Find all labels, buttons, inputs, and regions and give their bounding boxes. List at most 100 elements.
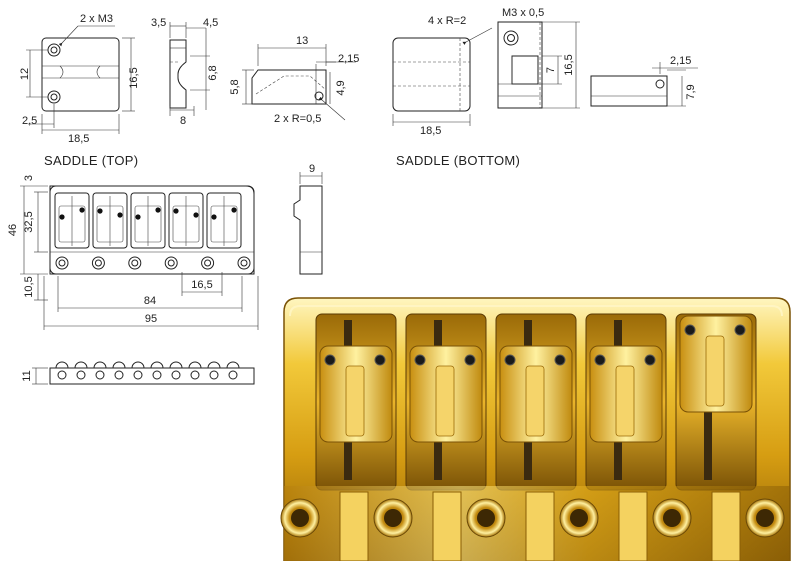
hex-screw-icon bbox=[374, 354, 386, 366]
dim-profile-height-2: 4,9 bbox=[335, 80, 347, 95]
screw-icon bbox=[193, 212, 199, 218]
string-slot bbox=[525, 491, 555, 561]
dim-thickness: 2,15 bbox=[338, 53, 359, 65]
saddle-end bbox=[169, 361, 183, 369]
saddle-top-side-view: 3,5 4,5 6,8 8 bbox=[151, 17, 219, 127]
dim-side-d: 8 bbox=[180, 115, 186, 127]
saddle-end bbox=[74, 361, 88, 369]
saddle-top-profile-view: 13 2,15 5,8 4,9 2 x R=0,5 bbox=[229, 35, 359, 125]
screw-hole-icon bbox=[209, 370, 219, 380]
bridge-saddle bbox=[168, 192, 204, 249]
screw-icon bbox=[79, 207, 85, 213]
screw-icon bbox=[173, 208, 179, 214]
saddle-end bbox=[226, 361, 240, 369]
mounting-hole-icon bbox=[237, 256, 251, 270]
dim-offset: 2,5 bbox=[22, 115, 37, 127]
dim-length: 13 bbox=[296, 35, 308, 47]
dim-profile-height: 5,8 bbox=[229, 79, 241, 94]
bridge-saddle bbox=[54, 192, 90, 249]
hex-screw-icon bbox=[554, 354, 566, 366]
screw-icon bbox=[135, 214, 141, 220]
screw-icon bbox=[97, 208, 103, 214]
mounting-hole-icon bbox=[128, 256, 142, 270]
dim-bottom-profile-height: 7,9 bbox=[685, 84, 697, 99]
bridge-front-view: 11 bbox=[21, 361, 255, 385]
dim-bridge-front-height: 11 bbox=[21, 370, 33, 381]
hex-screw-icon bbox=[594, 354, 606, 366]
saddle-end bbox=[207, 361, 221, 369]
dim-bottom-height: 16,5 bbox=[563, 54, 575, 75]
bridge-side-view: 9 bbox=[293, 163, 323, 275]
saddle-end bbox=[93, 361, 107, 369]
screw-hole-icon bbox=[190, 370, 200, 380]
hex-screw-icon bbox=[414, 354, 426, 366]
screw-hole-icon bbox=[133, 370, 143, 380]
screw-icon bbox=[117, 212, 123, 218]
saddle-bottom-profile-view: 2,15 7,9 bbox=[590, 55, 698, 107]
dim-thread: 2 x M3 bbox=[80, 13, 113, 25]
mounting-hole-icon bbox=[55, 256, 69, 270]
screw-hole-icon bbox=[114, 370, 124, 380]
screw-icon bbox=[211, 214, 217, 220]
saddle-end bbox=[55, 361, 69, 369]
dim-side-c: 6,8 bbox=[207, 65, 219, 80]
bridge-top-view: 3 46 32,5 10,5 16,5 84 95 bbox=[7, 175, 259, 330]
screw-hole-icon bbox=[57, 370, 67, 380]
saddle-end bbox=[112, 361, 126, 369]
photo-saddle bbox=[495, 313, 577, 491]
dim-bottom-thread: M3 x 0,5 bbox=[502, 7, 544, 19]
hex-screw-icon bbox=[504, 354, 516, 366]
mounting-hole-icon bbox=[91, 256, 105, 270]
dim-height: 16,5 bbox=[128, 67, 140, 88]
mounting-hole-icon bbox=[164, 256, 178, 270]
saddle-end bbox=[188, 361, 202, 369]
screw-hole-icon bbox=[171, 370, 181, 380]
screw-hole-icon bbox=[76, 370, 86, 380]
dim-side-a: 3,5 bbox=[151, 17, 166, 29]
screw-icon bbox=[155, 207, 161, 213]
hex-screw-icon bbox=[734, 324, 746, 336]
bridge-saddle bbox=[206, 192, 242, 249]
string-slot bbox=[339, 491, 369, 561]
dim-bridge-bottom-height: 10,5 bbox=[23, 276, 35, 297]
screw-hole-icon bbox=[95, 370, 105, 380]
screw-hole-icon bbox=[655, 79, 665, 89]
screw-hole-icon bbox=[47, 90, 61, 104]
mounting-hole-icon bbox=[201, 256, 215, 270]
hex-screw-icon bbox=[464, 354, 476, 366]
dim-slot: 7 bbox=[545, 67, 557, 73]
screw-icon bbox=[59, 214, 65, 220]
photo-saddle bbox=[675, 313, 757, 491]
bridge-saddle bbox=[92, 192, 128, 249]
dim-bridge-thickness: 9 bbox=[309, 163, 315, 175]
saddle-bottom-side-view: M3 x 0,5 16,5 7 bbox=[497, 7, 580, 109]
screw-hole-icon bbox=[47, 43, 61, 57]
string-slot bbox=[432, 491, 462, 561]
saddle-end bbox=[150, 361, 164, 369]
bridge-saddle bbox=[130, 192, 166, 249]
photo-saddle bbox=[585, 313, 667, 491]
gold-bridge-photo bbox=[280, 297, 791, 561]
dim-inner-height: 12 bbox=[19, 68, 31, 80]
screw-hole-icon bbox=[228, 370, 238, 380]
screw-icon bbox=[231, 207, 237, 213]
saddle-end bbox=[131, 361, 145, 369]
string-slot bbox=[618, 491, 648, 561]
dim-radius: 2 x R=0,5 bbox=[274, 113, 321, 125]
dim-bridge-height: 46 bbox=[7, 224, 19, 236]
hex-screw-icon bbox=[644, 354, 656, 366]
caption-saddle-top: SADDLE (TOP) bbox=[44, 153, 138, 168]
photo-saddle bbox=[405, 313, 487, 491]
dim-bottom-width: 18,5 bbox=[420, 125, 441, 137]
screw-hole-icon bbox=[503, 30, 519, 46]
dim-string-spacing: 16,5 bbox=[191, 279, 212, 291]
screw-hole-icon bbox=[152, 370, 162, 380]
dim-radius-4: 4 x R=2 bbox=[428, 15, 466, 27]
dim-bridge-body-height: 32,5 bbox=[23, 211, 35, 232]
hex-screw-icon bbox=[684, 324, 696, 336]
dim-bridge-width: 95 bbox=[145, 313, 157, 325]
dim-bottom-thickness: 2,15 bbox=[670, 55, 691, 67]
saddle-top-front-view: 2 x M3 18,5 16,5 12 2,5 bbox=[19, 13, 140, 145]
string-slot bbox=[711, 491, 741, 561]
